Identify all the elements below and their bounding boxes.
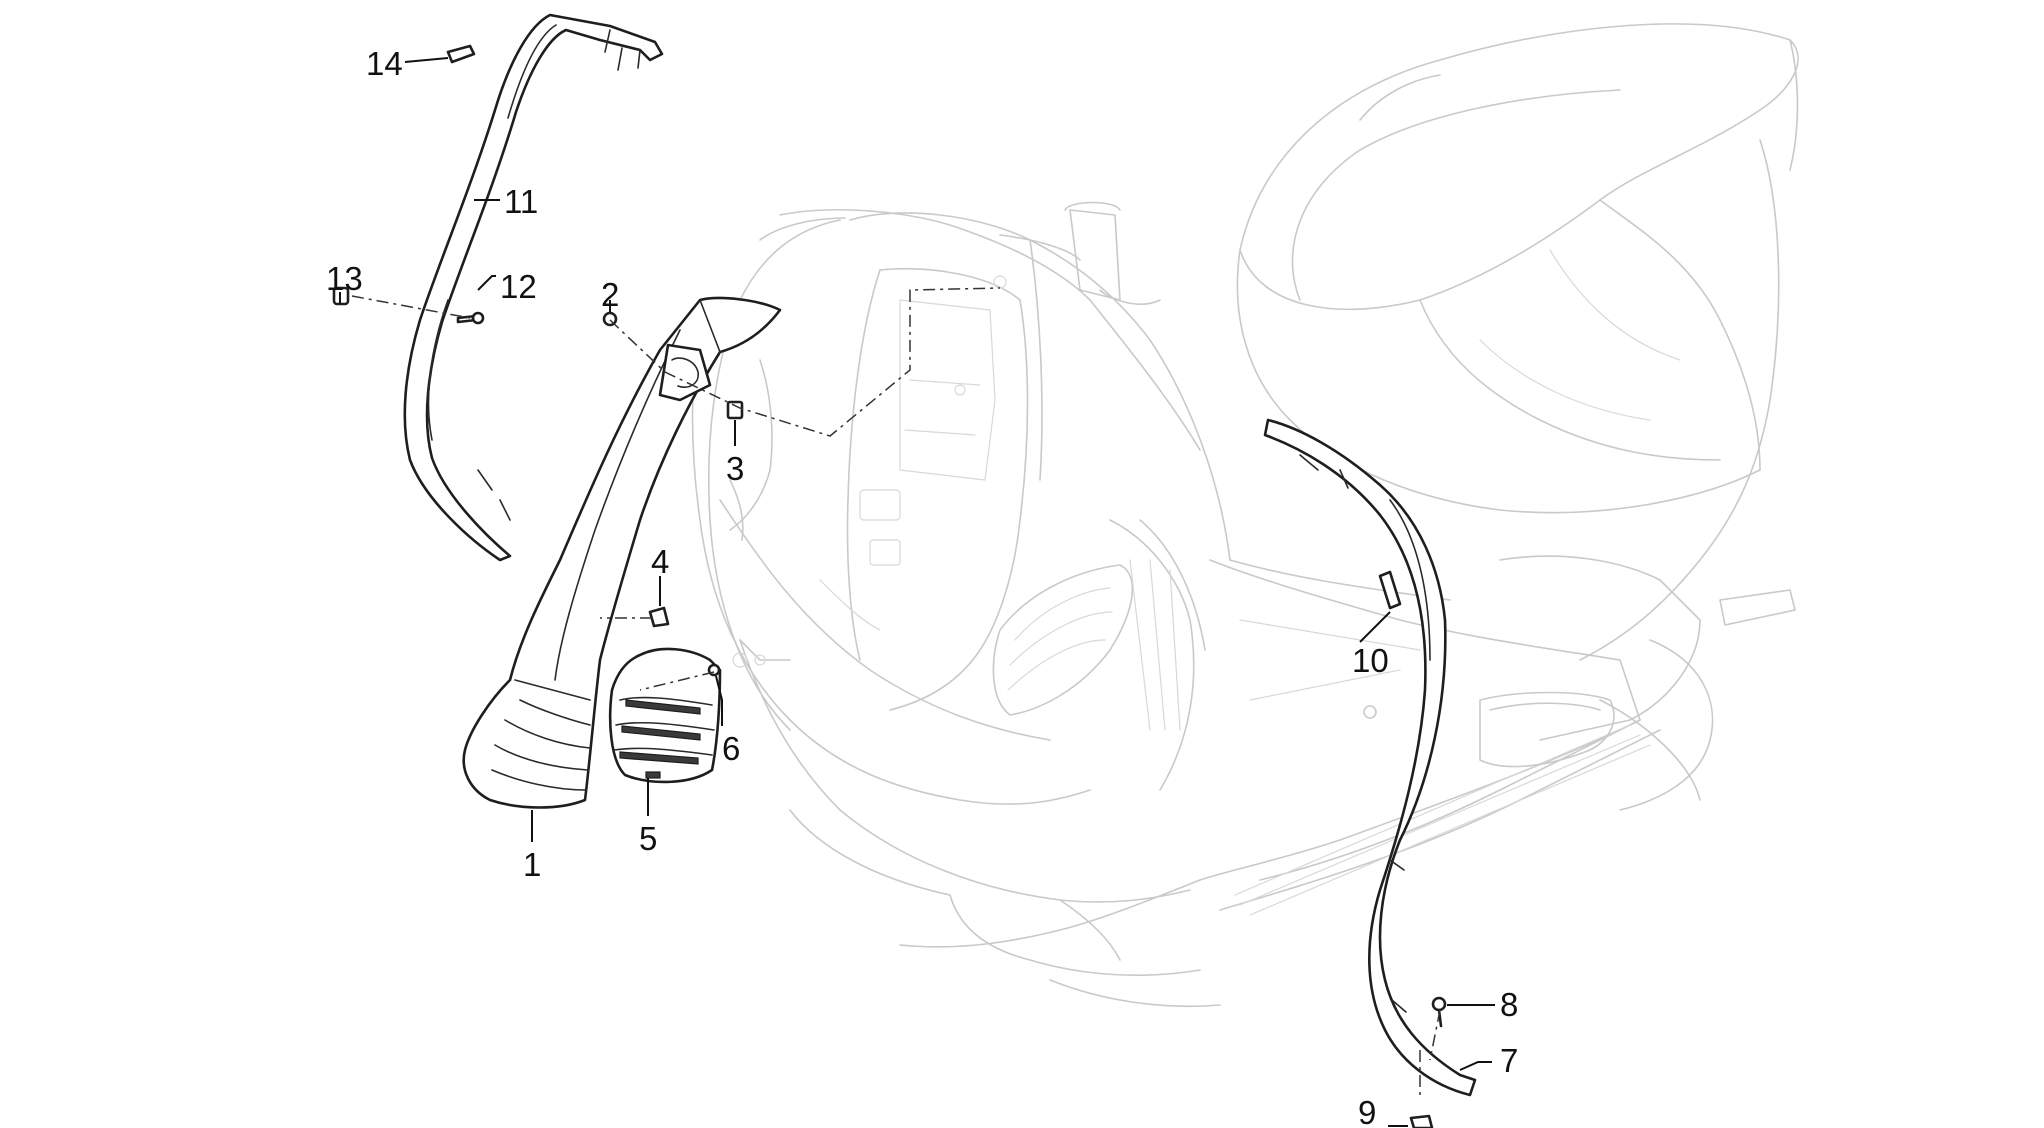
callout-12: 12 <box>500 268 537 305</box>
part-1-left-horn-cover <box>462 296 782 809</box>
callout-9: 9 <box>1358 1094 1376 1128</box>
callout-labels: 14 11 13 12 2 3 4 6 5 1 10 8 7 9 <box>326 45 1518 1128</box>
callout-1: 1 <box>523 846 541 883</box>
callout-4: 4 <box>651 543 669 580</box>
part-11-legshield-left-trim <box>403 13 664 562</box>
part-5-horn-grille <box>608 647 722 784</box>
part-4-clip <box>648 606 670 628</box>
part-10-clip <box>1378 570 1402 610</box>
part-7-legshield-right-trim <box>1263 418 1477 1097</box>
callout-3: 3 <box>726 450 744 487</box>
part-9-nut <box>1409 1114 1434 1128</box>
callout-7: 7 <box>1500 1042 1518 1079</box>
scooter-body-outline <box>691 23 1799 1008</box>
callout-5: 5 <box>639 820 657 857</box>
callout-14: 14 <box>366 45 403 82</box>
callout-13: 13 <box>326 260 363 297</box>
part-12-screw <box>456 311 485 325</box>
part-14-clip-top <box>446 44 476 64</box>
leader-lines <box>339 57 1495 1127</box>
callout-11: 11 <box>504 183 538 220</box>
part-3-clip <box>726 400 744 420</box>
assembly-lines <box>351 287 1441 1100</box>
callout-6: 6 <box>722 730 740 767</box>
callout-2: 2 <box>601 276 619 313</box>
callout-10: 10 <box>1352 642 1389 679</box>
callout-8: 8 <box>1500 986 1518 1023</box>
